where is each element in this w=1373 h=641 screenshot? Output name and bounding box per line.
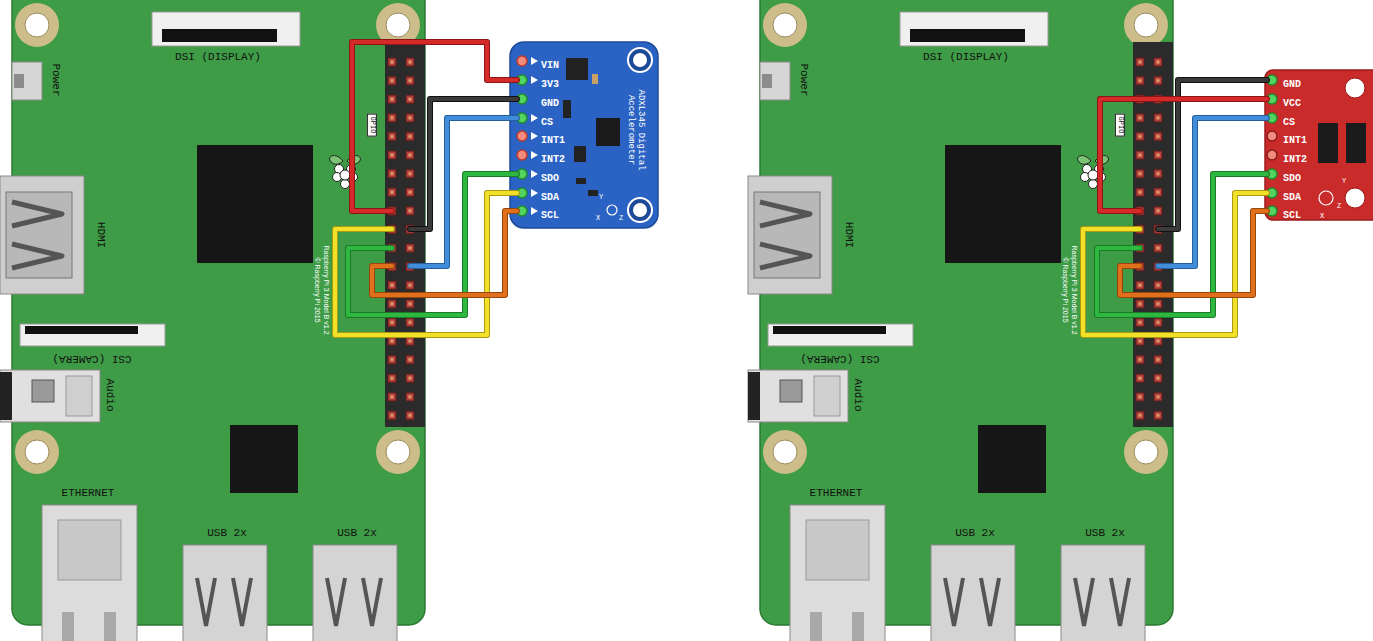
pin-name: VCC [1283,98,1301,109]
board-label: HDMI [843,222,855,248]
pin-name: SDO [541,173,559,184]
board-label: Y [1342,178,1346,186]
pin-name: GND [1283,79,1301,90]
header-label: GPIO [1115,114,1125,137]
pin-label: VIN [517,54,562,68]
raspberry-pi-board: Power DSI (DISPLAY) HDMI CSI (CAMERA) AudioE… [12,0,425,641]
board-label: Audio [852,378,864,411]
jumper-wire [335,193,517,335]
adxl345-breakout-red [1265,70,1373,220]
pin-label: INT2 [1267,148,1310,162]
board-label: © Raspberry Pi 2015 [1061,257,1069,322]
board-label: DSI (DISPLAY) [175,51,261,63]
pin-label: GND [517,92,562,106]
jumper-wire [372,211,517,295]
board-label: Z [1337,203,1341,211]
pin-name: VIN [541,60,559,71]
board-label: HDMI [95,222,107,248]
board-label: CSI (CAMERA) [800,353,879,365]
board-label: USB 2x [337,527,377,539]
adxl345-breakout-blue [510,42,658,228]
pin-name: SCL [541,210,559,221]
jumper-wire [1120,211,1267,295]
pin-name: INT2 [541,154,565,165]
pin-name: INT1 [541,135,565,146]
gpio-header: GPIO [1133,42,1173,427]
board-label: CSI (CAMERA) [52,353,131,365]
board-label: X [596,215,600,223]
raspberry-pi-board: Power DSI (DISPLAY) HDMI CSI (CAMERA) AudioE… [760,0,1173,641]
pin-label: INT1 [1267,129,1310,143]
board-label: USB 2x [1085,527,1125,539]
board-label: USB 2x [955,527,995,539]
pin-label: 3V3 [517,73,562,87]
pin-name: INT1 [1283,135,1307,146]
pin-name: SDO [1283,173,1301,184]
board-label: Power [50,63,62,96]
pin-label: SCL [1267,204,1304,218]
pin-name: GND [541,98,559,109]
pin-label: VCC [1267,92,1304,106]
pin-label: SDA [517,186,562,200]
pin-label: CS [1267,111,1298,125]
accelerometer-board: ADXL345 Digital AccelerometerY X Z VIN 3V3GN… [510,42,658,228]
pin-name: CS [1283,117,1295,128]
pin-name: SDA [1283,192,1301,203]
pin-label: INT2 [517,148,568,162]
pin-name: SCL [1283,210,1301,221]
pin-name: CS [541,117,553,128]
header-label: GPIO [367,114,377,137]
accelerometer-board: Y Z X GND VCC CS INT1INT2SDO SDA SCL [1265,70,1373,220]
raspberry-pi-illustration [0,0,425,641]
board-label: Audio [104,378,116,411]
pin-label: CS [517,111,556,125]
pin-label: SCL [517,204,562,218]
jumper-wire [352,42,517,211]
pin-label: SDO [1267,167,1304,181]
pin-label: INT1 [517,129,568,143]
gpio-header: GPIO [385,42,425,427]
board-label: X [1320,213,1324,221]
board-label: ADXL345 Digital Accelerometer [625,80,645,180]
pin-name: INT2 [1283,154,1307,165]
board-label: Z [619,215,623,223]
board-label: Y [599,194,603,202]
board-label: © Raspberry Pi 2015 [313,257,321,322]
board-label: Raspberry Pi 3 Model B v1.2 [322,245,330,334]
board-label: Raspberry Pi 3 Model B v1.2 [1070,245,1078,334]
board-label: DSI (DISPLAY) [923,51,1009,63]
pin-name: 3V3 [541,79,559,90]
pin-label: SDA [1267,186,1304,200]
jumper-wire [1083,193,1267,335]
pin-label: GND [1267,73,1304,87]
board-label: Power [798,63,810,96]
pin-name: SDA [541,192,559,203]
board-label: ETHERNET [810,487,863,499]
board-label: USB 2x [207,527,247,539]
board-label: ETHERNET [62,487,115,499]
pin-label: SDO [517,167,562,181]
